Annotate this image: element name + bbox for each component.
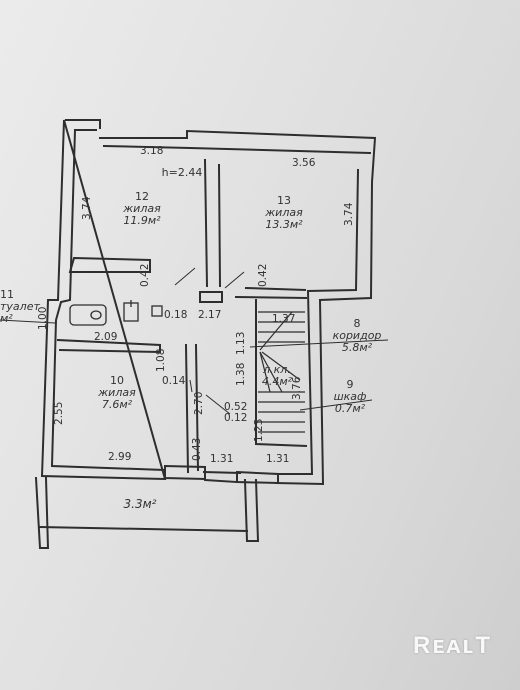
dimension-label: 1.08 xyxy=(155,349,167,372)
room-area: 4.4м² xyxy=(262,375,293,388)
terrace-area: 3.3м² xyxy=(124,497,157,511)
stair-steps xyxy=(258,311,305,433)
dimension-label: 2.09 xyxy=(94,331,117,343)
dimension-label: 0.14 xyxy=(162,375,186,387)
room-name: коридор xyxy=(333,329,382,342)
wall-toilet-bottom xyxy=(56,338,161,354)
terrace-right-post xyxy=(243,478,260,542)
room-area: 0.7м² xyxy=(335,402,366,415)
dimension-label: 1.37 xyxy=(272,313,295,325)
dimension-label: 1.13 xyxy=(235,332,247,355)
dimension-label: 3.74 xyxy=(343,202,355,226)
dimension-label: 2.99 xyxy=(108,451,131,463)
leader-lines xyxy=(0,267,389,415)
room-name: жилая xyxy=(122,202,161,215)
dimension-label: 2.70 xyxy=(193,392,205,415)
dimension-label: 0.42 xyxy=(257,264,269,287)
wall-room13-bottom xyxy=(244,286,307,292)
room-name: туалет xyxy=(0,300,40,313)
outer-wall-outer xyxy=(40,119,377,486)
wall-between-12-13 xyxy=(203,158,222,288)
outer-wall-inner xyxy=(50,128,372,475)
dimension-label: 0.42 xyxy=(139,264,151,287)
room-area: 7.6м² xyxy=(102,398,133,411)
room-number: 9 xyxy=(347,378,354,391)
room-number: 11 xyxy=(0,288,14,301)
dimension-label: 3.76 xyxy=(291,376,303,400)
terrace-left-post xyxy=(34,476,50,549)
dimension-label: 0.43 xyxy=(191,438,203,461)
room-number: 12 xyxy=(135,190,149,203)
dimension-label: 3.56 xyxy=(292,157,316,169)
dimension-label: 1.31 xyxy=(210,453,233,465)
dimension-label: 1.00 xyxy=(37,307,49,330)
room-name: жилая xyxy=(264,206,303,219)
room-name: шкаф xyxy=(334,390,367,403)
wall-room12-bottom xyxy=(68,256,151,273)
room-area: 5.8м² xyxy=(342,341,373,354)
realt-watermark: RᴇᴀʟT xyxy=(413,632,492,659)
toilet-fixtures xyxy=(69,300,163,326)
dimension-label: 3.18 xyxy=(140,145,163,157)
dimension-label: 1.31 xyxy=(266,453,289,465)
room-number: 13 xyxy=(277,194,291,207)
stair-outline xyxy=(255,299,308,448)
ceiling-height-label: h=2.44 xyxy=(162,166,203,179)
wall-room10-right xyxy=(184,343,200,474)
dimension-label: 3.74 xyxy=(81,196,93,220)
room-number: 10 xyxy=(110,374,124,387)
dimension-label: 0.18 xyxy=(164,309,187,321)
wall-stair-top xyxy=(234,295,308,300)
window-bottom-right xyxy=(236,470,279,485)
room-number: 8 xyxy=(354,317,361,330)
terrace-bottom xyxy=(38,525,249,533)
dimension-label: 1.23 xyxy=(253,419,265,442)
dimension-label: 1.38 xyxy=(235,363,247,386)
room-area: 13.3м² xyxy=(265,218,303,231)
dimension-label: 2.55 xyxy=(53,402,65,425)
dimension-label: 0.52 xyxy=(224,401,247,413)
dimension-label: 0.12 xyxy=(224,412,247,424)
room-name: жилая xyxy=(97,386,136,399)
room-area: м² xyxy=(0,312,13,325)
room-name: л.кл. xyxy=(262,363,291,376)
window-bottom-left xyxy=(164,464,206,481)
dimension-label: 2.17 xyxy=(198,309,221,321)
room-area: 11.9м² xyxy=(123,214,161,227)
small-pier xyxy=(199,291,223,303)
